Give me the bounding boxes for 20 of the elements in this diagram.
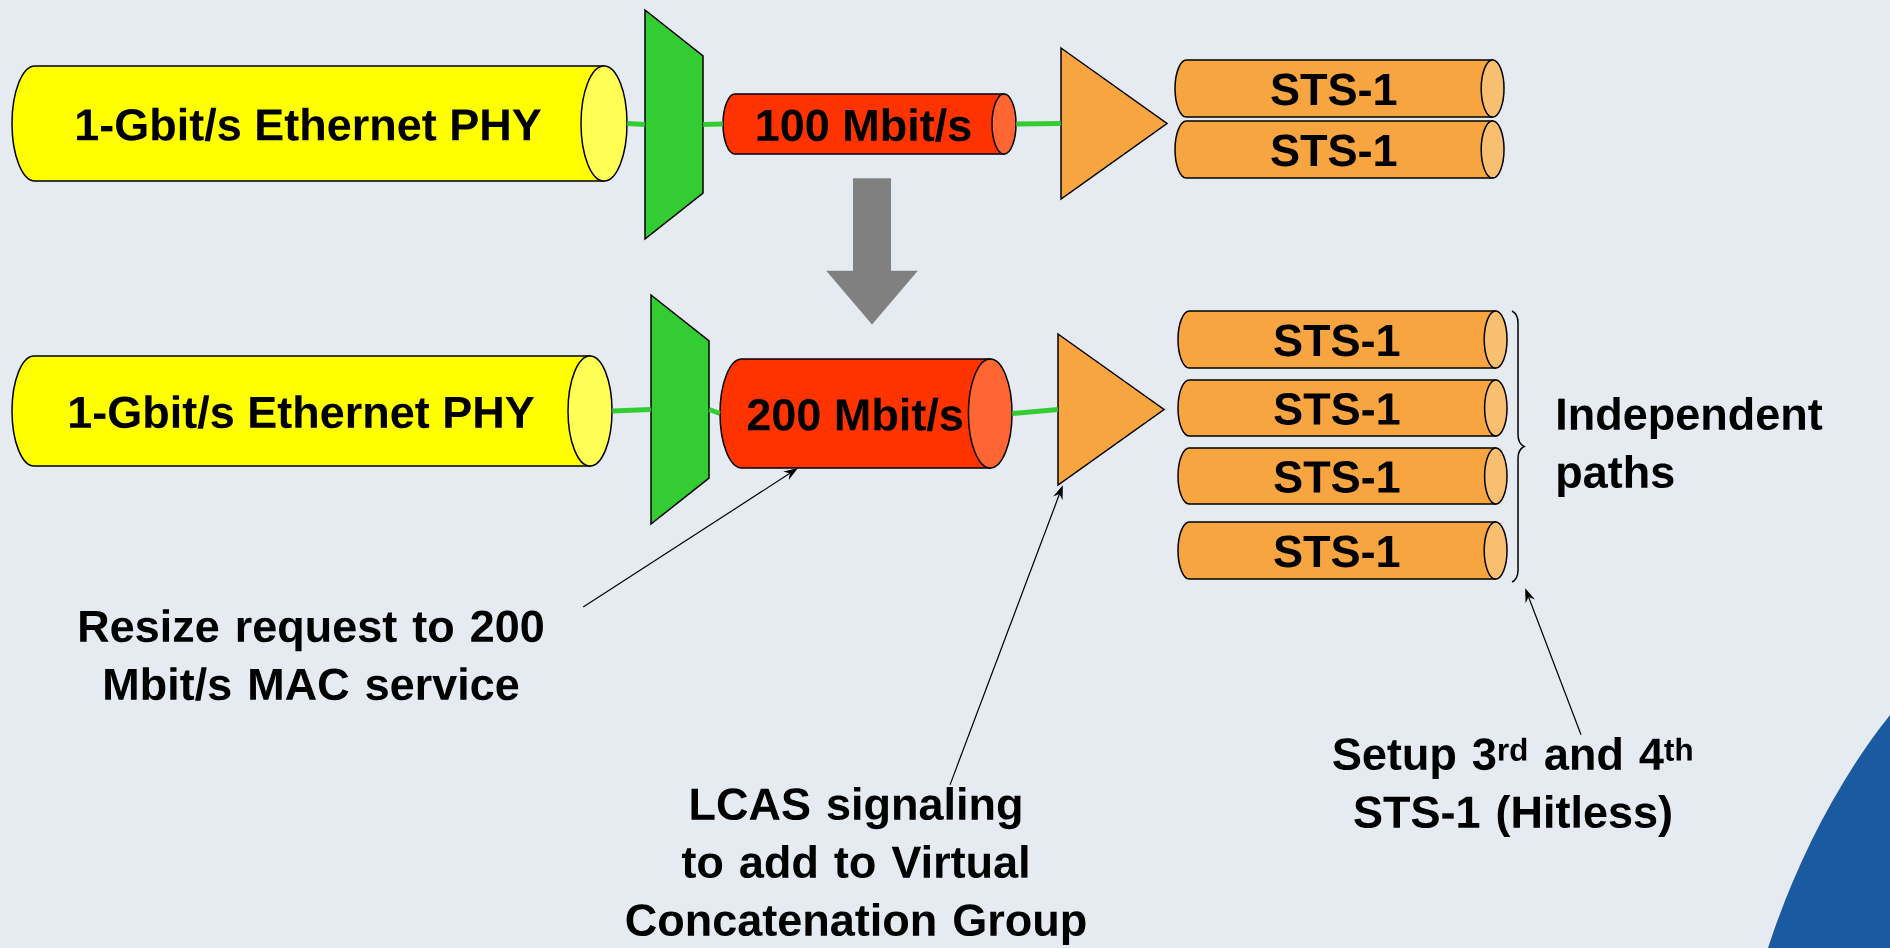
cylinder: STS-1 bbox=[1177, 521, 1508, 580]
cylinder: STS-1 bbox=[1177, 310, 1508, 369]
annotation-text: Setup 3$^{rd}$ and 4$^{th}$ STS-1 (Hitless) bbox=[1333, 737, 1692, 837]
connector-line bbox=[1012, 407, 1059, 416]
cylinder: STS-1 bbox=[1174, 120, 1505, 179]
connector-line bbox=[612, 407, 651, 414]
annotation-text: LCAS signaling to add to Virtual Concatenation Group bbox=[626, 787, 1086, 945]
cylinder: STS-1 bbox=[1177, 379, 1508, 437]
cylinder: 1-Gbit/s Ethernet PHY bbox=[11, 65, 628, 182]
cylinder: 1-Gbit/s Ethernet PHY bbox=[11, 355, 613, 467]
annotation-text: Resize request to 200 Mbit/s MAC service bbox=[80, 609, 543, 701]
cylinder: STS-1 bbox=[1174, 59, 1505, 118]
connector-line bbox=[708, 407, 721, 416]
connector-line bbox=[1016, 121, 1061, 127]
cylinder: 100 Mbit/s bbox=[722, 93, 1017, 155]
connector-line bbox=[627, 121, 645, 127]
cylinder: STS-1 bbox=[1177, 447, 1508, 505]
connector-line bbox=[703, 121, 723, 127]
cylinder: 200 Mbit/s bbox=[719, 358, 1013, 469]
side-label: Independent paths bbox=[1558, 397, 1823, 497]
